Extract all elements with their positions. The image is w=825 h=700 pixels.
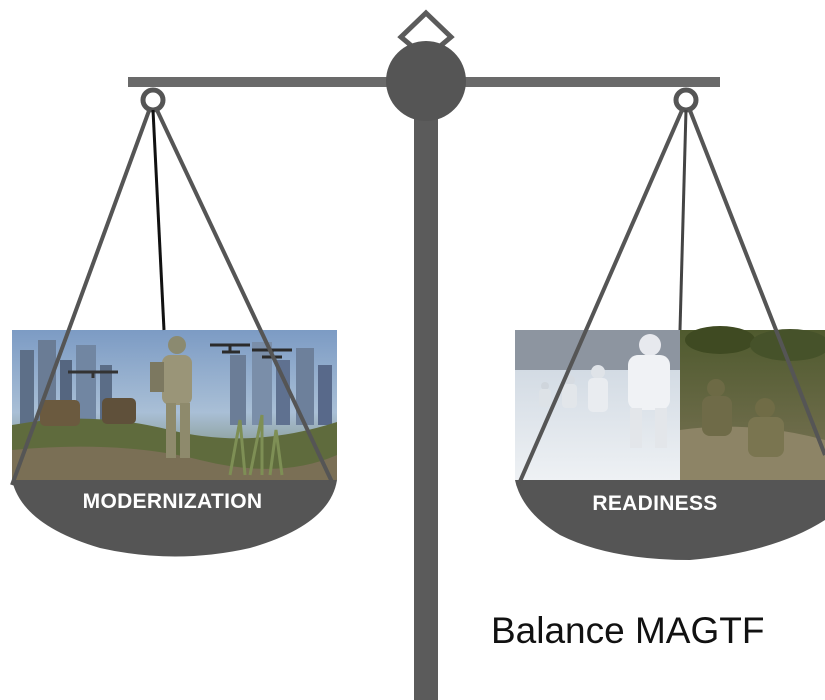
left-string bbox=[151, 109, 166, 331]
right-hanger-ring bbox=[673, 87, 699, 113]
right-string bbox=[687, 107, 825, 456]
right-string bbox=[678, 109, 688, 331]
left-pan bbox=[12, 480, 337, 557]
modernization-label: MODERNIZATION bbox=[82, 490, 263, 513]
readiness-image bbox=[515, 326, 825, 480]
left-hanger-ring bbox=[140, 87, 166, 113]
left-string bbox=[154, 107, 334, 483]
left-string bbox=[10, 107, 152, 486]
caption-text: Balance MAGTF bbox=[491, 610, 765, 651]
modernization-image bbox=[12, 330, 337, 480]
scale-hub bbox=[386, 41, 466, 121]
right-string bbox=[516, 107, 685, 487]
scale-post bbox=[414, 85, 438, 700]
readiness-label: READINESS bbox=[592, 492, 718, 515]
right-pan bbox=[515, 480, 825, 560]
